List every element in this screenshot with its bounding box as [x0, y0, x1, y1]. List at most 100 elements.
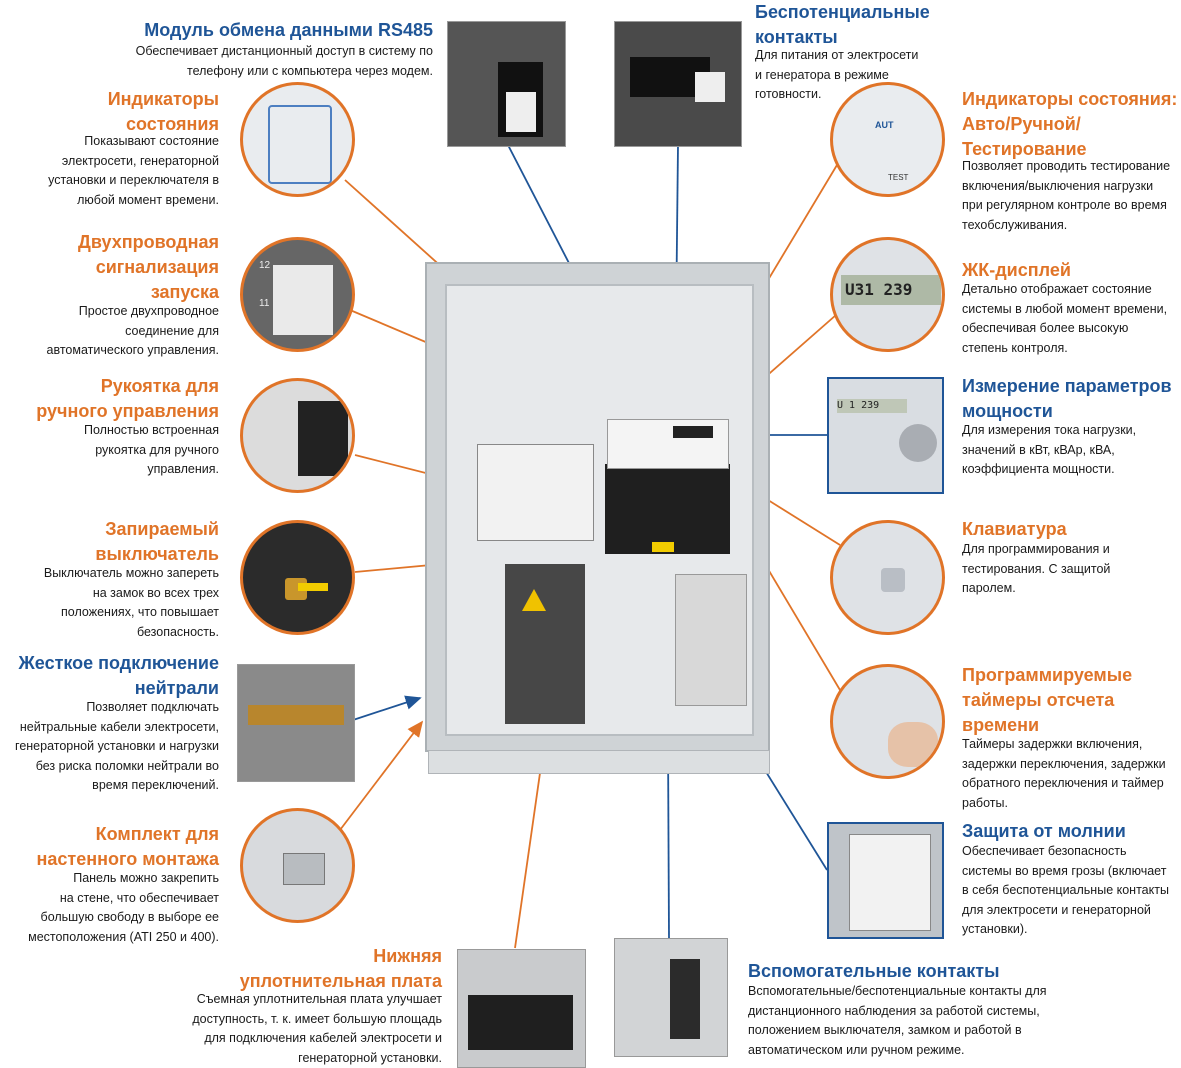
wall-title-line-1: Комплект для	[20, 822, 219, 847]
cable-bundle	[505, 564, 585, 724]
aux-terminal-rail	[675, 574, 747, 706]
rs485-module-photo	[447, 21, 566, 147]
status-right-title: Индикаторы состояния: Авто/Ручной/ Тести…	[962, 87, 1181, 162]
rs485-desc: Обеспечивает дистанционный доступ в сист…	[60, 42, 433, 81]
keypad-desc: Для программирования и тестирования. С з…	[962, 540, 1181, 599]
lockable-desc: Выключатель можно запереть на замок во в…	[20, 564, 219, 642]
lightning-desc-line-5: установки).	[962, 920, 1181, 940]
two-wire-title-line-2: сигнализация	[20, 255, 219, 280]
status-right-desc-line-1: Позволяет проводить тестирование	[962, 157, 1181, 177]
timers-desc: Таймеры задержки включения, задержки пер…	[962, 735, 1181, 813]
status-left-desc-line-2: электросети, генераторной	[20, 152, 219, 172]
neutral-title: Жесткое подключение нейтрали	[10, 651, 219, 701]
relay-terminal	[695, 72, 725, 102]
two-wire-desc-line-2: соединение для	[20, 322, 219, 342]
status-right-desc: Позволяет проводить тестирование включен…	[962, 157, 1181, 235]
neutral-desc-line-5: время переключений.	[0, 776, 219, 796]
neutral-desc-line-4: без риска поломки нейтрали во	[0, 757, 219, 777]
wall-mount-zoom	[240, 808, 355, 923]
power-title: Измерение параметров мощности	[962, 374, 1181, 424]
lightning-desc-line-2: системы во время грозы (включает	[962, 862, 1181, 882]
aux-desc-line-4: автоматическом или ручном режиме.	[748, 1041, 1168, 1061]
aut-label: AUT	[875, 120, 894, 130]
gland-arrow	[515, 752, 543, 948]
controller-lcd	[673, 426, 713, 438]
lockable-switch-zoom	[240, 520, 355, 635]
timers-desc-line-1: Таймеры задержки включения,	[962, 735, 1181, 755]
keypad-desc-line-1: Для программирования и	[962, 540, 1181, 560]
lightning-desc-line-4: для электросети и генераторной	[962, 901, 1181, 921]
status-right-title-line-1: Индикаторы состояния:	[962, 87, 1181, 112]
lcd-desc: Детально отображает состояние системы в …	[962, 280, 1181, 358]
switch-dark-block	[605, 464, 730, 554]
lightning-protection-photo	[827, 822, 944, 939]
wall-title: Комплект для настенного монтажа	[20, 822, 219, 872]
lightning-desc: Обеспечивает безопасность системы во вре…	[962, 842, 1181, 940]
status-right-title-line-2: Авто/Ручной/	[962, 112, 1181, 137]
neutral-arrow	[353, 698, 420, 720]
potential-free-photo	[614, 21, 742, 147]
lcd-desc-line-1: Детально отображает состояние	[962, 280, 1181, 300]
neutral-title-line-1: Жесткое подключение	[10, 651, 219, 676]
lockable-desc-line-4: безопасность.	[20, 623, 219, 643]
handle-block	[298, 401, 348, 476]
aux-title: Вспомогательные контакты	[748, 959, 1168, 984]
gland-desc-line-2: доступность, т. к. имеет большую площадь	[182, 1010, 442, 1030]
terminal-label-a: 12	[259, 260, 270, 271]
potential-free-desc-line-1: Для питания от электросети	[755, 46, 975, 66]
lcd-desc-line-4: степень контроля.	[962, 339, 1181, 359]
wall-desc-line-1: Панель можно закрепить	[20, 869, 219, 889]
two-wire-zoom: 12 11	[240, 237, 355, 352]
test-label: TEST	[888, 173, 908, 182]
neutral-desc-line-2: нейтральные кабели электросети,	[0, 718, 219, 738]
status-right-desc-line-3: при регулярном контроле во время	[962, 196, 1181, 216]
gland-desc-line-3: для подключения кабелей электросети и	[182, 1029, 442, 1049]
neutral-bar	[248, 705, 344, 725]
timers-desc-line-3: обратного переключения и таймер	[962, 774, 1181, 794]
status-left-desc-line-4: любой момент времени.	[20, 191, 219, 211]
neutral-desc-line-1: Позволяет подключать	[0, 698, 219, 718]
two-wire-title-line-1: Двухпроводная	[20, 230, 219, 255]
keypad-desc-line-2: тестирования. С защитой	[962, 560, 1181, 580]
gland-desc-line-4: генераторной установки.	[182, 1049, 442, 1068]
lockable-desc-line-1: Выключатель можно запереть	[20, 564, 219, 584]
test-badge: TEST	[888, 173, 908, 182]
power-lcd: U 1 239	[837, 399, 907, 413]
gland-title-line-1: Нижняя	[200, 944, 442, 969]
keypad-center	[881, 568, 905, 592]
lcd-desc-line-2: системы в любой момент времени,	[962, 300, 1181, 320]
potential-free-title-line-1: Беспотенциальные	[755, 0, 1015, 25]
wall-desc-line-3: большую свободу в выборе ее	[20, 908, 219, 928]
power-desc-line-2: значений в кВт, кВАр, кВА,	[962, 441, 1181, 461]
status-schematic	[268, 105, 332, 184]
aut-badge: AUT	[875, 120, 894, 130]
neutral-connection-photo	[237, 664, 355, 782]
status-left-title-line-1: Индикаторы	[20, 87, 219, 112]
timers-desc-line-4: работы.	[962, 794, 1181, 814]
status-right-desc-line-4: техобслуживания.	[962, 216, 1181, 236]
keypad-desc-line-3: паролем.	[962, 579, 1181, 599]
transfer-switch-panel	[425, 262, 770, 752]
timers-desc-line-2: задержки переключения, задержки	[962, 755, 1181, 775]
surge-modules	[849, 834, 931, 931]
handle-desc-line-1: Полностью встроенная	[20, 421, 219, 441]
warning-triangle	[522, 589, 546, 611]
terminal-label-b: 11	[259, 298, 269, 309]
gland-desc: Съемная уплотнительная плата улучшает до…	[182, 990, 442, 1068]
terminal-block	[273, 265, 333, 335]
status-left-desc: Показывают состояние электросети, генера…	[20, 132, 219, 210]
lockable-desc-line-2: на замок во всех трех	[20, 584, 219, 604]
potential-free-desc-line-3: готовности.	[755, 85, 975, 105]
timers-title-line-1: Программируемые	[962, 663, 1181, 688]
two-wire-desc-line-1: Простое двухпроводное	[20, 302, 219, 322]
lightning-desc-line-1: Обеспечивает безопасность	[962, 842, 1181, 862]
gland-desc-line-1: Съемная уплотнительная плата улучшает	[182, 990, 442, 1010]
lcd-screen: U31 239	[841, 275, 941, 305]
potential-free-desc: Для питания от электросети и генератора …	[755, 46, 975, 105]
rs485-title: Модуль обмена данными RS485	[100, 18, 433, 43]
aux-terminal	[670, 959, 700, 1039]
handle-zoom	[240, 378, 355, 493]
lockable-title: Запираемый выключатель	[20, 517, 219, 567]
timers-title-line-2: таймеры отсчета	[962, 688, 1181, 713]
gland-opening	[468, 995, 573, 1050]
